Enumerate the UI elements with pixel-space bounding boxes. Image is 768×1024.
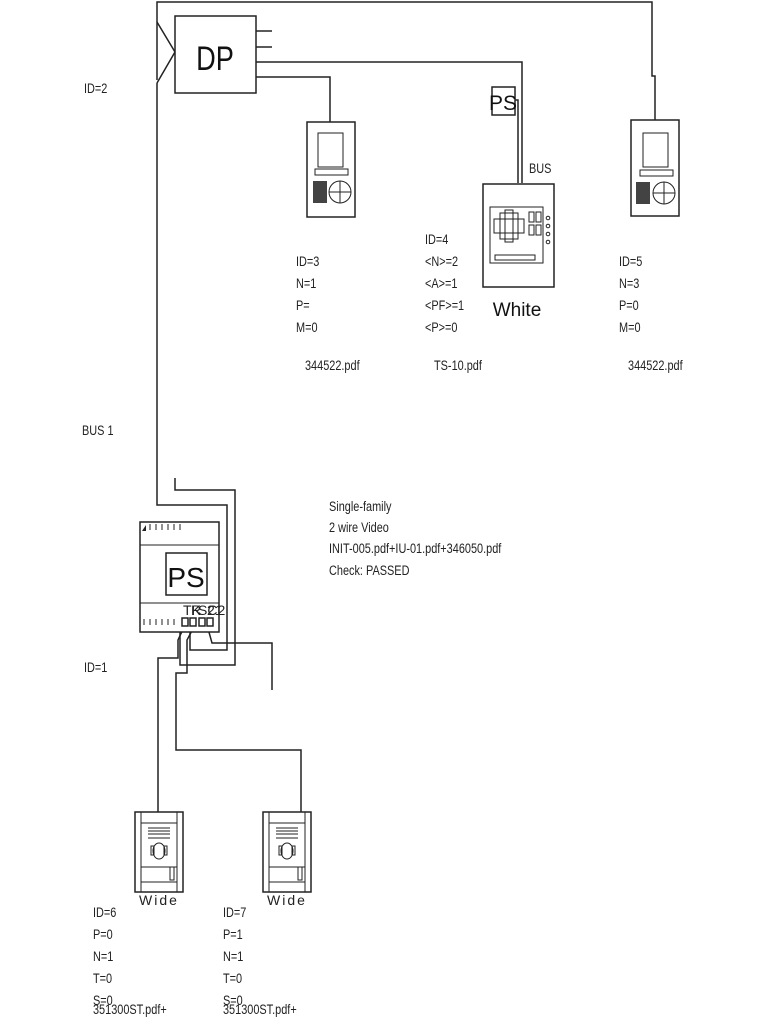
- bus1-label: BUS 1: [82, 423, 114, 439]
- info-line: INIT-005.pdf+IU-01.pdf+346050.pdf: [329, 541, 502, 557]
- entrance-panel-left-body[interactable]: [134, 811, 184, 893]
- monitor-right-speaker-grille-icon: [636, 182, 650, 204]
- monitor-right[interactable]: [630, 119, 680, 217]
- monitor-right-screen: [642, 132, 669, 168]
- info-line: S=0: [93, 993, 113, 1009]
- touchscreen-caption: White: [493, 300, 542, 321]
- info-line: <P>=0: [425, 320, 457, 336]
- info-line: M=0: [296, 320, 318, 336]
- entrance-right-file-link[interactable]: 351300ST.pdf+: [223, 1002, 297, 1018]
- dp-id-label: ID=2: [84, 81, 107, 97]
- wire-terminal-21: [206, 624, 273, 690]
- info-line: N=1: [296, 276, 316, 292]
- touchscreen-file-link[interactable]: TS-10.pdf: [434, 358, 482, 374]
- touchscreen-graphic: [499, 212, 519, 240]
- terminal-r[interactable]: [189, 617, 197, 627]
- camera-icon: [152, 842, 166, 860]
- entrance-right-info: ID=7 P=1 N=1 T=0 S=0 351300ST.pdf+: [223, 905, 297, 1018]
- bus-label: BUS: [529, 161, 551, 177]
- info-line: P=0: [619, 298, 639, 314]
- entrance-right-caption: Wide: [267, 892, 307, 908]
- entrance-panel-right-body[interactable]: [262, 811, 312, 893]
- monitor-left[interactable]: [306, 121, 356, 218]
- info-line: P=0: [93, 927, 113, 943]
- info-line: <A>=1: [425, 276, 457, 292]
- wire-dp-notch: [156, 21, 176, 84]
- terminal-label: R: [191, 602, 201, 618]
- info-line: Single-family: [329, 499, 392, 515]
- touchscreen-buttons: [494, 254, 536, 261]
- info-line: ID=5: [619, 254, 642, 270]
- info-line: ID=3: [296, 254, 319, 270]
- touchscreen-info: ID=4 <N>=2 <A>=1 <PF>=1 <P>=0 TS-10.pdf: [425, 232, 482, 374]
- entrance-left-caption: Wide: [139, 892, 179, 908]
- monitor-left-info: ID=3 N=1 P= M=0 344522.pdf: [296, 254, 360, 374]
- entrance-panel-right[interactable]: [262, 811, 312, 893]
- small-ps-label: PS: [489, 92, 517, 115]
- main-power-supply[interactable]: PS TK R SC2 21: [139, 521, 225, 633]
- info-line: T=0: [223, 971, 242, 987]
- dp-box[interactable]: [174, 15, 257, 94]
- wire-dp-to-touchscreen: [256, 61, 523, 183]
- info-line: S=0: [223, 993, 243, 1009]
- monitor-right-info: ID=5 N=3 P=0 M=0 344522.pdf: [619, 254, 683, 374]
- main-ps-label-box: [165, 552, 208, 596]
- touchscreen[interactable]: [482, 183, 555, 288]
- info-line: <PF>=1: [425, 298, 464, 314]
- touchscreen-display: [489, 206, 544, 264]
- terminal-label: 21: [207, 602, 223, 618]
- terminal-tk[interactable]: [181, 617, 189, 627]
- main-ps-bottom-terminals: TK R SC2 21: [143, 602, 225, 627]
- monitor-left-buttons: [314, 168, 349, 176]
- entrance-left-info: ID=6 P=0 N=1 T=0 S=0 351300ST.pdf+: [93, 905, 167, 1018]
- entrance-left-file-link[interactable]: 351300ST.pdf+: [93, 1002, 167, 1018]
- terminal-21[interactable]: [206, 617, 214, 627]
- monitor-right-buttons: [639, 169, 674, 177]
- wires: [156, 1, 656, 812]
- main-ps-top-terminals: [142, 524, 181, 531]
- ps-id-label: ID=1: [84, 660, 107, 676]
- terminal-label: TK: [183, 602, 202, 618]
- info-line: ID=7: [223, 905, 246, 921]
- system-info: Single-family 2 wire Video INIT-005.pdf+…: [329, 499, 502, 579]
- monitor-right-file-link[interactable]: 344522.pdf: [628, 358, 683, 374]
- monitor-left-file-link[interactable]: 344522.pdf: [305, 358, 360, 374]
- wire-to-entrance-left: [157, 624, 186, 812]
- main-ps-label: PS: [167, 562, 204, 593]
- wire-bus1: [156, 83, 228, 651]
- info-line: P=1: [223, 927, 243, 943]
- wire-bus1-b: [174, 478, 236, 666]
- wire-top-loop: [156, 1, 656, 120]
- info-line: 2 wire Video: [329, 520, 389, 536]
- terminal-sc2[interactable]: [198, 617, 206, 627]
- entrance-panel-left[interactable]: [134, 811, 184, 893]
- dp-label: DP: [196, 39, 234, 78]
- monitor-left-speaker-grille-icon: [313, 181, 327, 203]
- info-line: <N>=2: [425, 254, 458, 270]
- info-line: N=3: [619, 276, 639, 292]
- camera-icon: [280, 842, 294, 860]
- info-line: N=1: [93, 949, 113, 965]
- info-line: P=: [296, 298, 310, 314]
- wire-dp-to-monitor-left: [256, 76, 331, 122]
- info-line: N=1: [223, 949, 243, 965]
- wire-small-ps: [515, 99, 519, 183]
- monitor-left-screen: [317, 132, 344, 168]
- info-line: M=0: [619, 320, 641, 336]
- small-power-supply[interactable]: PS: [489, 86, 517, 116]
- check-status: Check: PASSED: [329, 563, 409, 579]
- info-line: ID=6: [93, 905, 116, 921]
- dp-distributor[interactable]: DP: [174, 15, 257, 94]
- terminal-label: SC2: [198, 602, 225, 618]
- wire-to-entrance-right: [175, 624, 302, 812]
- info-line: ID=4: [425, 232, 448, 248]
- small-ps-box[interactable]: [491, 86, 516, 116]
- info-line: T=0: [93, 971, 112, 987]
